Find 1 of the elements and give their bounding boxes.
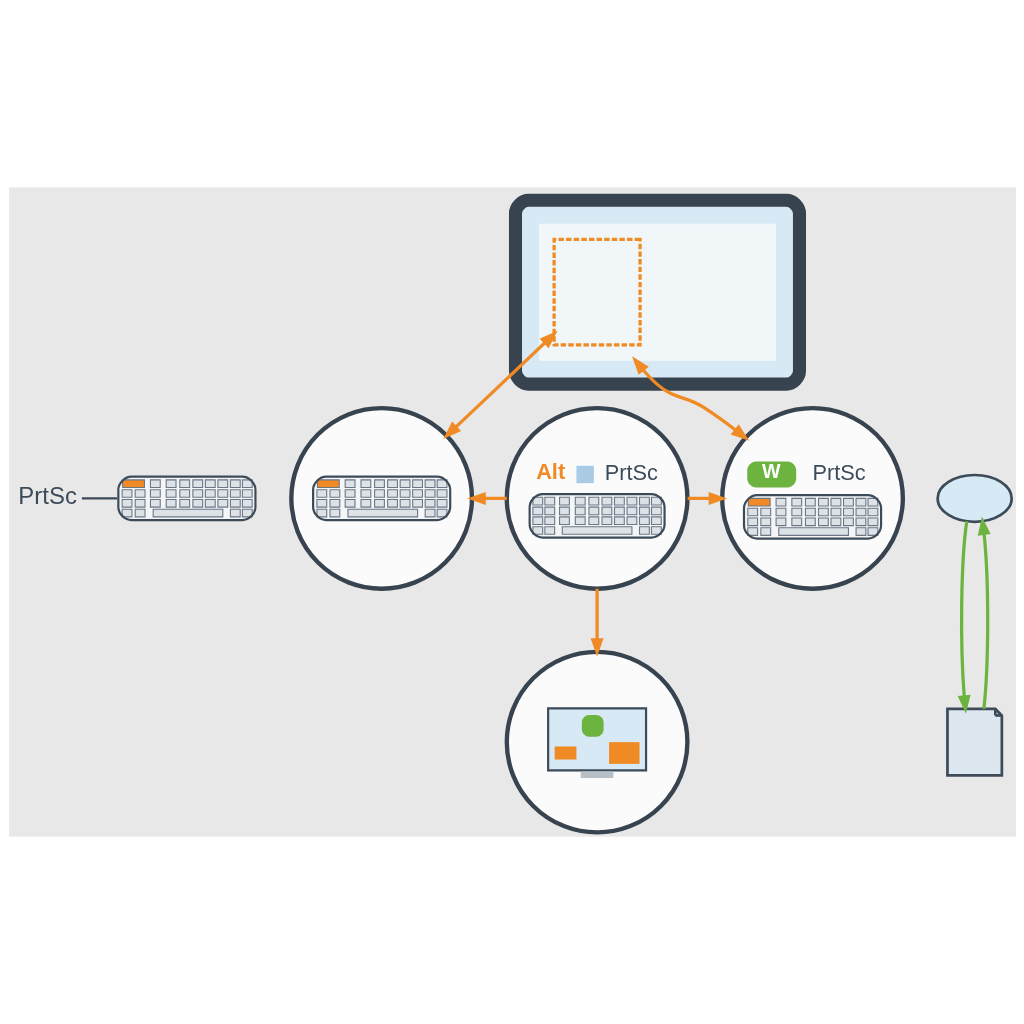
node-text: PrtSc — [17, 482, 77, 510]
